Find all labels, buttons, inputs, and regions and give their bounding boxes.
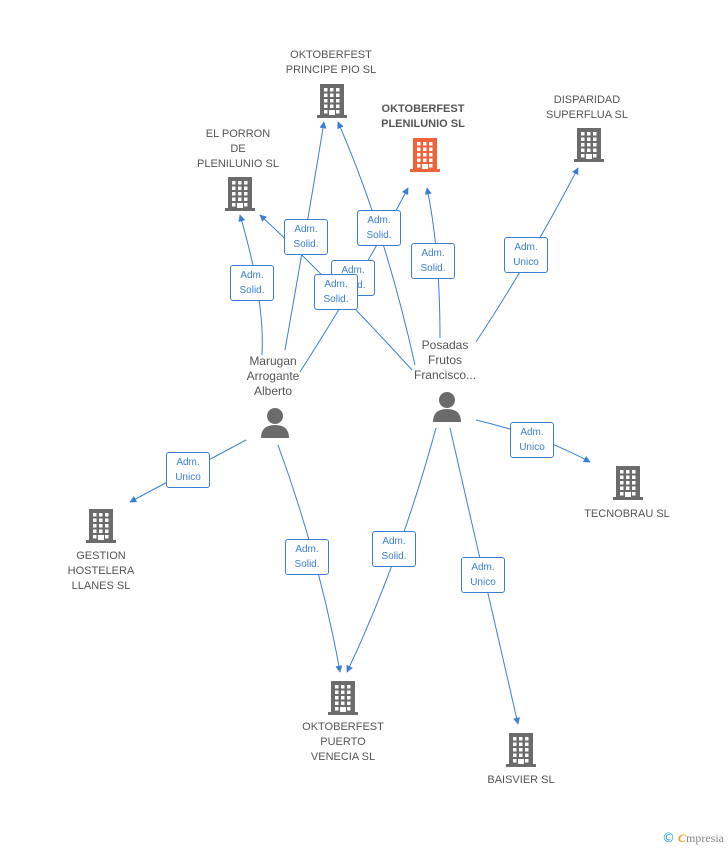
company-label-tecnobrau[interactable]: TECNOBRAU SL: [584, 508, 670, 520]
company-label-baisvier[interactable]: BAISVIER SL: [487, 774, 555, 786]
person-label-marugan[interactable]: Marugan Arrogante Alberto: [246, 354, 300, 398]
brand-initial: C: [677, 831, 686, 845]
company-label-gestion-hostelera[interactable]: GESTION HOSTELERA LLANES SL: [67, 550, 135, 592]
brand-name: mpresia: [686, 831, 724, 845]
relation-badge[interactable]: Adm. Solid.: [372, 531, 416, 567]
company-label-oktoberfest-plenilunio[interactable]: OKTOBERFEST PLENILUNIO SL: [381, 103, 465, 130]
building-icon-disparidad-superflua[interactable]: [574, 128, 604, 162]
relation-badge[interactable]: Adm. Solid.: [230, 265, 274, 301]
person-icon-posadas[interactable]: [433, 392, 461, 422]
person-label-posadas[interactable]: Posadas Frutos Francisco...: [413, 338, 476, 382]
company-label-el-porron[interactable]: EL PORRON DE PLENILUNIO SL: [197, 128, 279, 170]
relation-badge[interactable]: Adm. Unico: [461, 557, 505, 593]
person-icon-marugan[interactable]: [261, 408, 289, 438]
empresia-footer: ©Cmpresia: [662, 831, 724, 846]
relation-badge[interactable]: Adm. Solid.: [357, 210, 401, 246]
company-label-puerto-venecia[interactable]: OKTOBERFEST PUERTO VENECIA SL: [302, 721, 384, 763]
relation-badge[interactable]: Adm. Solid.: [411, 243, 455, 279]
building-icon-principe-pio[interactable]: [317, 84, 347, 118]
relation-badge[interactable]: Adm. Unico: [166, 452, 210, 488]
company-label-disparidad-superflua[interactable]: DISPARIDAD SUPERFLUA SL: [546, 94, 628, 121]
building-icon-puerto-venecia[interactable]: [328, 681, 358, 715]
relation-badge[interactable]: Adm. Unico: [504, 237, 548, 273]
building-icon-baisvier[interactable]: [506, 733, 536, 767]
relation-badge[interactable]: Adm. Solid.: [314, 274, 358, 310]
building-icon-oktoberfest-plenilunio[interactable]: [410, 138, 440, 172]
company-label-principe-pio[interactable]: OKTOBERFEST PRINCIPE PIO SL: [285, 49, 377, 76]
copyright-icon: ©: [661, 831, 675, 846]
relation-badge[interactable]: Adm. Solid.: [284, 219, 328, 255]
relation-badge[interactable]: Adm. Unico: [510, 422, 554, 458]
relation-badge[interactable]: Adm. Solid.: [285, 539, 329, 575]
building-icon-gestion-hostelera[interactable]: [86, 509, 116, 543]
icons-layer: [86, 84, 643, 767]
building-icon-el-porron[interactable]: [225, 177, 255, 211]
building-icon-tecnobrau[interactable]: [613, 466, 643, 500]
